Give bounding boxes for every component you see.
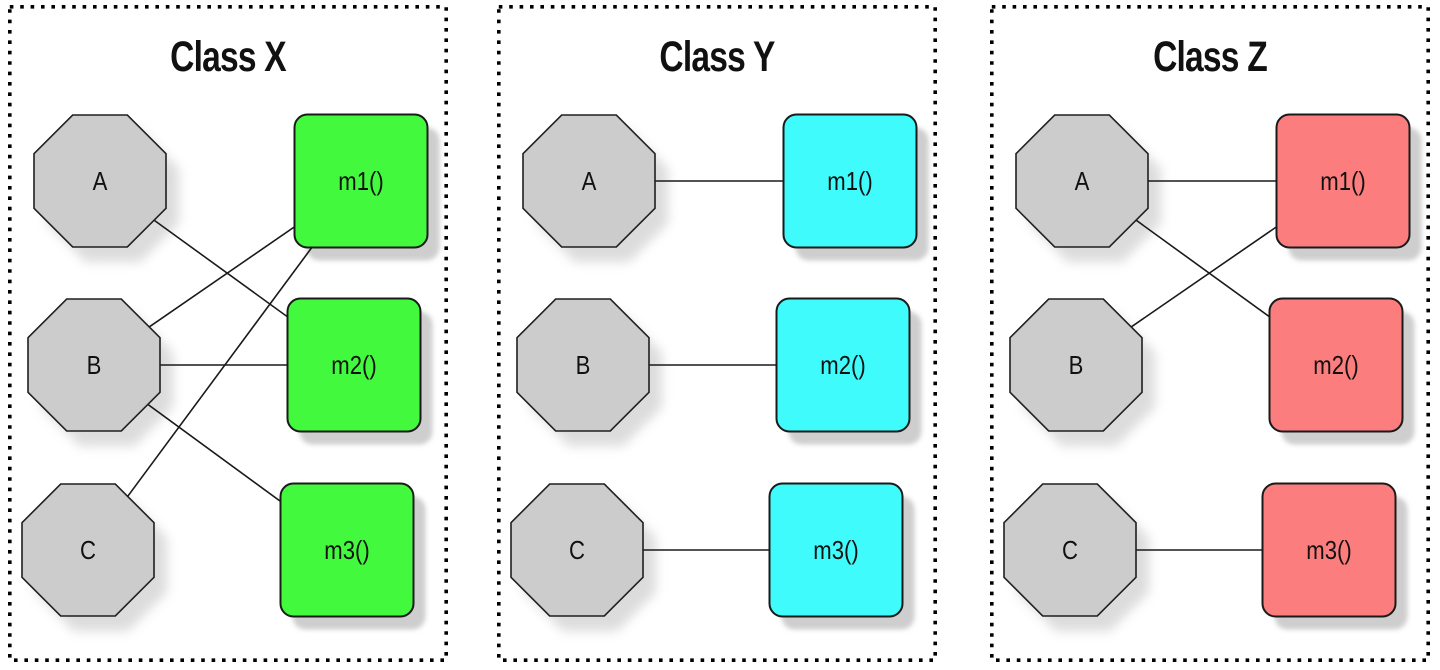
attribute-label-c: C (1062, 535, 1078, 565)
method-label-m1: m1() (338, 166, 384, 196)
panel-class-y: Class Y A B C m1() m2() m3() (496, 4, 937, 663)
attribute-label-b: B (1068, 350, 1084, 380)
diagram-class-y (496, 4, 937, 663)
attribute-label-c: C (80, 535, 96, 565)
attribute-label-b: B (575, 350, 591, 380)
panel-border (7, 4, 448, 663)
method-label-m3: m3() (324, 535, 370, 565)
method-box-m3() (1261, 482, 1397, 618)
method-box-m1() (293, 113, 429, 249)
method-label-m2: m2() (820, 350, 866, 380)
panel-title-class-z: Class Z (1153, 33, 1268, 81)
method-label-m1: m1() (827, 166, 873, 196)
method-box-m1() (782, 113, 918, 249)
method-box-m2() (775, 297, 911, 433)
panel-class-x: Class X A B C m1() m2() m3() (7, 4, 448, 663)
attribute-octagon-C (510, 483, 644, 617)
panel-class-z: Class Z A B C m1() m2() m3() (989, 4, 1430, 663)
attribute-label-a: A (1074, 166, 1090, 196)
method-label-m3: m3() (1306, 535, 1352, 565)
attribute-octagon-A (522, 114, 656, 248)
attribute-label-a: A (581, 166, 597, 196)
method-label-m1: m1() (1320, 166, 1366, 196)
attribute-octagon-C (1003, 483, 1137, 617)
attribute-octagon-A (33, 114, 167, 248)
method-label-m3: m3() (813, 535, 859, 565)
attribute-octagon-A (1015, 114, 1149, 248)
method-box-m3() (279, 482, 415, 618)
diagram-class-x (7, 4, 448, 663)
method-box-m2() (1268, 297, 1404, 433)
attribute-octagon-B (1009, 298, 1143, 432)
method-box-m2() (286, 297, 422, 433)
panel-border (989, 4, 1430, 663)
method-box-m3() (768, 482, 904, 618)
method-box-m1() (1275, 113, 1411, 249)
attribute-label-a: A (92, 166, 108, 196)
panel-title-class-x: Class X (170, 33, 287, 81)
attribute-label-b: B (86, 350, 102, 380)
panel-title-class-y: Class Y (659, 33, 775, 81)
attribute-label-c: C (569, 535, 585, 565)
attribute-octagon-B (27, 298, 161, 432)
attribute-octagon-B (516, 298, 650, 432)
method-label-m2: m2() (331, 350, 377, 380)
method-label-m2: m2() (1313, 350, 1359, 380)
panel-border (496, 4, 937, 663)
diagram-class-z (989, 4, 1430, 663)
attribute-octagon-C (21, 483, 155, 617)
